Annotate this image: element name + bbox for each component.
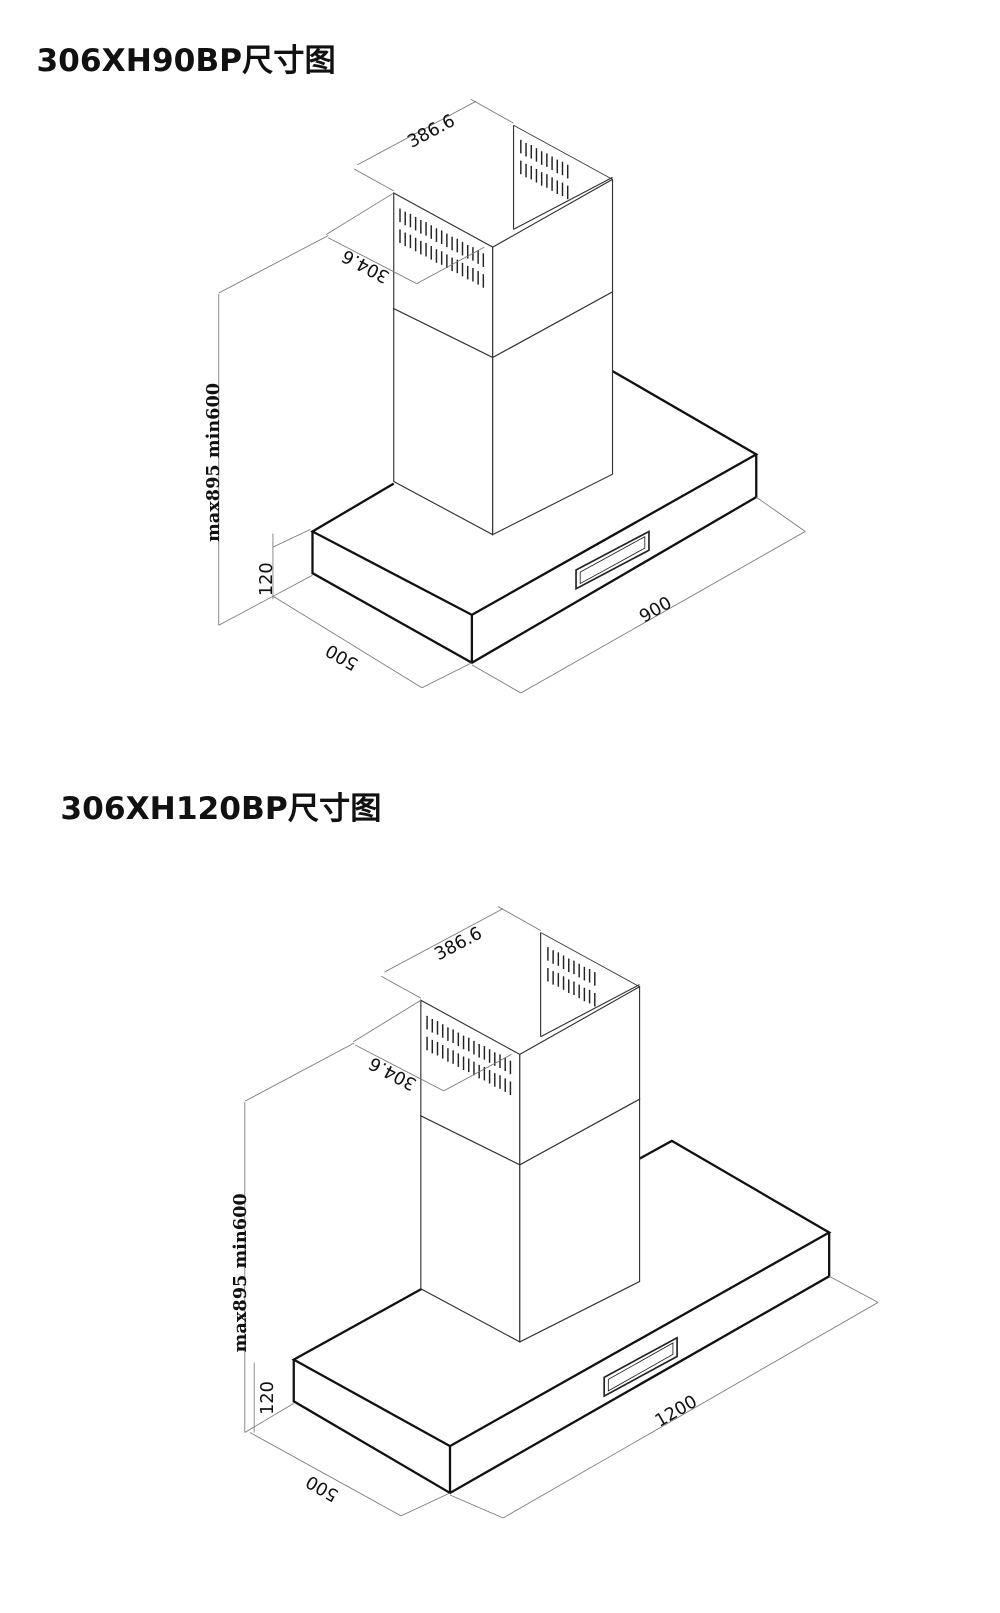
dim-chimney-depth: 304.6 [339,245,393,286]
dim-body-height: 120 [257,562,277,596]
diagram-title: 306XH90BP尺寸图 [36,43,335,79]
dim-width: 1200 [652,1392,701,1432]
dim-depth: 500 [303,1471,342,1505]
dim-body-height: 120 [258,1381,278,1415]
dim-width: 900 [636,593,675,627]
dim-height-range: max895 min600 [230,1193,251,1352]
dim-chimney-width: 386.6 [431,924,485,965]
diagram-306xh120bp: 306XH120BP尺寸图 386.6 304.6 max895 min600 … [60,791,879,1519]
diagram-title: 306XH120BP尺寸图 [60,791,381,827]
diagram-306xh90bp: 306XH90BP尺寸图 386.6 304.6 max895 min600 1… [36,43,806,694]
chimney [326,99,612,534]
dim-height-range: max895 min600 [203,383,224,542]
dim-chimney-depth: 304.6 [366,1052,420,1093]
dim-chimney-width: 386.6 [404,111,458,152]
dim-depth: 500 [323,639,362,673]
chimney [353,907,639,1342]
